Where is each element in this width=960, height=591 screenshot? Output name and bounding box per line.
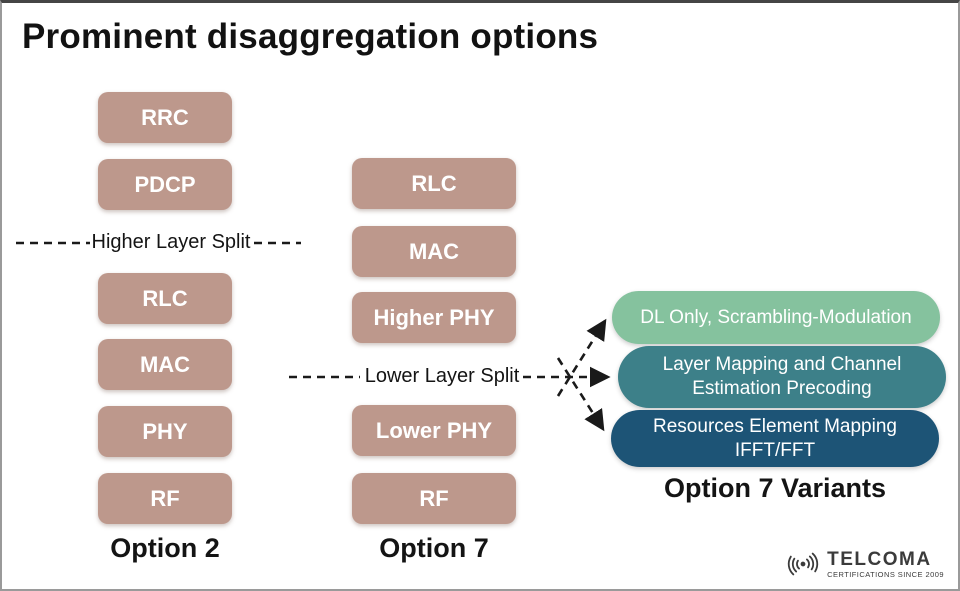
- logo-text: TELCOMA CERTIFICATIONS SINCE 2009: [827, 550, 944, 579]
- lower-layer-split-label: Lower Layer Split: [364, 365, 520, 387]
- stack-box-mac7: MAC: [352, 226, 516, 277]
- stack-box-rrc: RRC: [98, 92, 232, 143]
- variant-line: Estimation Precoding: [692, 378, 872, 399]
- variant-layer-mapping: Layer Mapping and Channel Estimation Pre…: [618, 346, 946, 408]
- stack-box-pdcp: PDCP: [98, 159, 232, 210]
- variant-resource-mapping: Resources Element Mapping IFFT/FFT: [611, 410, 939, 467]
- variant-dl-only: DL Only, Scrambling-Modulation: [612, 291, 940, 344]
- variant-line: IFFT/FFT: [734, 439, 816, 461]
- option7-variants-label: Option 7 Variants: [663, 473, 887, 503]
- stack-box-rf7: RF: [352, 473, 516, 524]
- page-title: Prominent disaggregation options: [22, 17, 599, 56]
- variant-line: DL Only, Scrambling-Modulation: [640, 306, 912, 328]
- radio-waves-icon: [787, 552, 819, 576]
- stack-box-rf: RF: [98, 473, 232, 524]
- stack-box-mac: MAC: [98, 339, 232, 390]
- stack-box-rlc: RLC: [98, 273, 232, 324]
- higher-layer-split-label: Higher Layer Split: [91, 231, 251, 253]
- option2-label: Option 2: [110, 533, 220, 563]
- stack-box-phy: PHY: [98, 406, 232, 457]
- option7-label: Option 7: [379, 533, 489, 563]
- variant-line: Layer Mapping and Channel: [662, 354, 902, 375]
- lower-split-arrow-up: [556, 318, 607, 397]
- lower-split-arrow-down: [556, 357, 605, 432]
- stack-box-higher-phy: Higher PHY: [352, 292, 516, 343]
- logo-name: TELCOMA: [827, 548, 932, 570]
- stack-box-lower-phy: Lower PHY: [352, 405, 516, 456]
- stack-box-rlc7: RLC: [352, 158, 516, 209]
- logo-tagline: CERTIFICATIONS SINCE 2009: [827, 569, 944, 579]
- variant-line: Resources Element Mapping: [653, 415, 897, 437]
- telcoma-logo: TELCOMA CERTIFICATIONS SINCE 2009: [782, 547, 944, 581]
